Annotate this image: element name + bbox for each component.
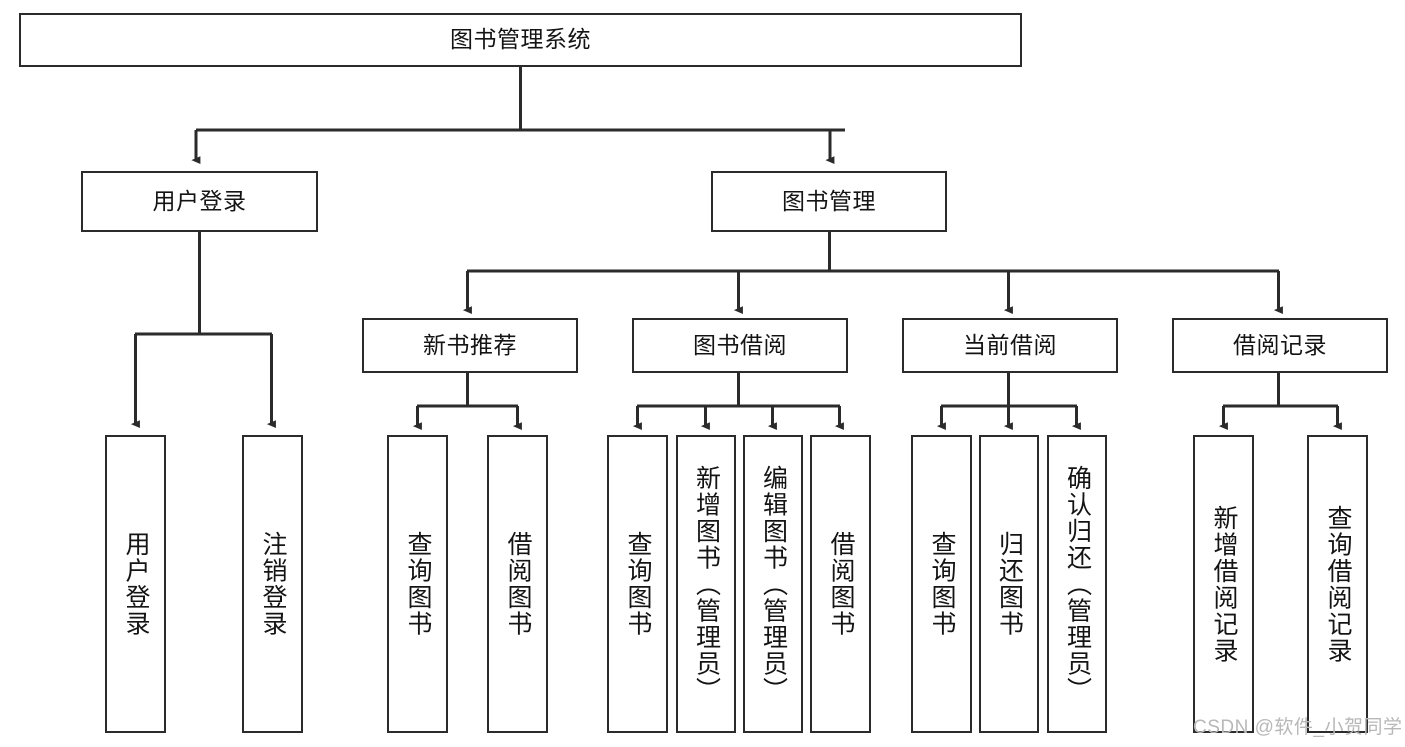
node-leaf-user-login-label: 用户登录	[122, 531, 150, 637]
node-book-manage-label: 图书管理	[782, 187, 876, 214]
node-leaf-add-book-label: 新增图书（管理员）	[692, 464, 721, 704]
node-leaf-confirm-return-label: 确认归还（管理员）	[1063, 464, 1092, 704]
node-leaf-borrow-book-1-label: 借阅图书	[504, 531, 532, 637]
node-user-login-label: 用户登录	[152, 187, 247, 214]
node-borrow-record-label: 借阅记录	[1233, 331, 1327, 358]
node-leaf-return-book[interactable]: 归还图书	[979, 435, 1039, 733]
node-leaf-logout-label: 注销登录	[259, 531, 287, 637]
node-leaf-query-record-label: 查询借阅记录	[1324, 504, 1352, 664]
node-leaf-query-record[interactable]: 查询借阅记录	[1307, 435, 1368, 733]
node-book-borrow-label: 图书借阅	[693, 331, 787, 358]
node-current-borrow[interactable]: 当前借阅	[902, 318, 1118, 373]
node-leaf-user-login[interactable]: 用户登录	[105, 435, 166, 733]
node-leaf-query-book-2-label: 查询图书	[624, 531, 652, 637]
node-current-borrow-label: 当前借阅	[963, 331, 1057, 358]
node-leaf-query-book-3[interactable]: 查询图书	[911, 435, 972, 733]
node-leaf-query-book-1[interactable]: 查询图书	[387, 435, 448, 733]
node-borrow-record[interactable]: 借阅记录	[1172, 318, 1388, 373]
node-leaf-query-book-2[interactable]: 查询图书	[607, 435, 668, 733]
node-leaf-add-record[interactable]: 新增借阅记录	[1193, 435, 1254, 733]
node-user-login[interactable]: 用户登录	[81, 171, 318, 232]
node-leaf-logout[interactable]: 注销登录	[242, 435, 303, 733]
node-leaf-return-book-label: 归还图书	[995, 531, 1024, 637]
node-new-book-rec-label: 新书推荐	[423, 331, 517, 358]
node-leaf-add-record-label: 新增借阅记录	[1210, 504, 1238, 664]
node-leaf-edit-book-label: 编辑图书（管理员）	[759, 464, 788, 704]
node-leaf-borrow-book-2-label: 借阅图书	[827, 531, 855, 637]
node-leaf-query-book-3-label: 查询图书	[928, 531, 956, 637]
node-leaf-edit-book[interactable]: 编辑图书（管理员）	[743, 435, 803, 733]
node-root[interactable]: 图书管理系统	[19, 13, 1022, 67]
node-leaf-borrow-book-2[interactable]: 借阅图书	[810, 435, 871, 733]
node-leaf-confirm-return[interactable]: 确认归还（管理员）	[1047, 435, 1107, 733]
node-leaf-borrow-book-1[interactable]: 借阅图书	[487, 435, 548, 733]
node-book-borrow[interactable]: 图书借阅	[632, 318, 848, 373]
node-leaf-query-book-1-label: 查询图书	[404, 531, 432, 637]
node-root-label: 图书管理系统	[450, 26, 591, 53]
node-new-book-rec[interactable]: 新书推荐	[362, 318, 578, 373]
node-leaf-add-book[interactable]: 新增图书（管理员）	[676, 435, 736, 733]
csdn-watermark: CSDN @软件_小贺同学	[1193, 717, 1403, 738]
node-book-manage[interactable]: 图书管理	[711, 171, 947, 232]
